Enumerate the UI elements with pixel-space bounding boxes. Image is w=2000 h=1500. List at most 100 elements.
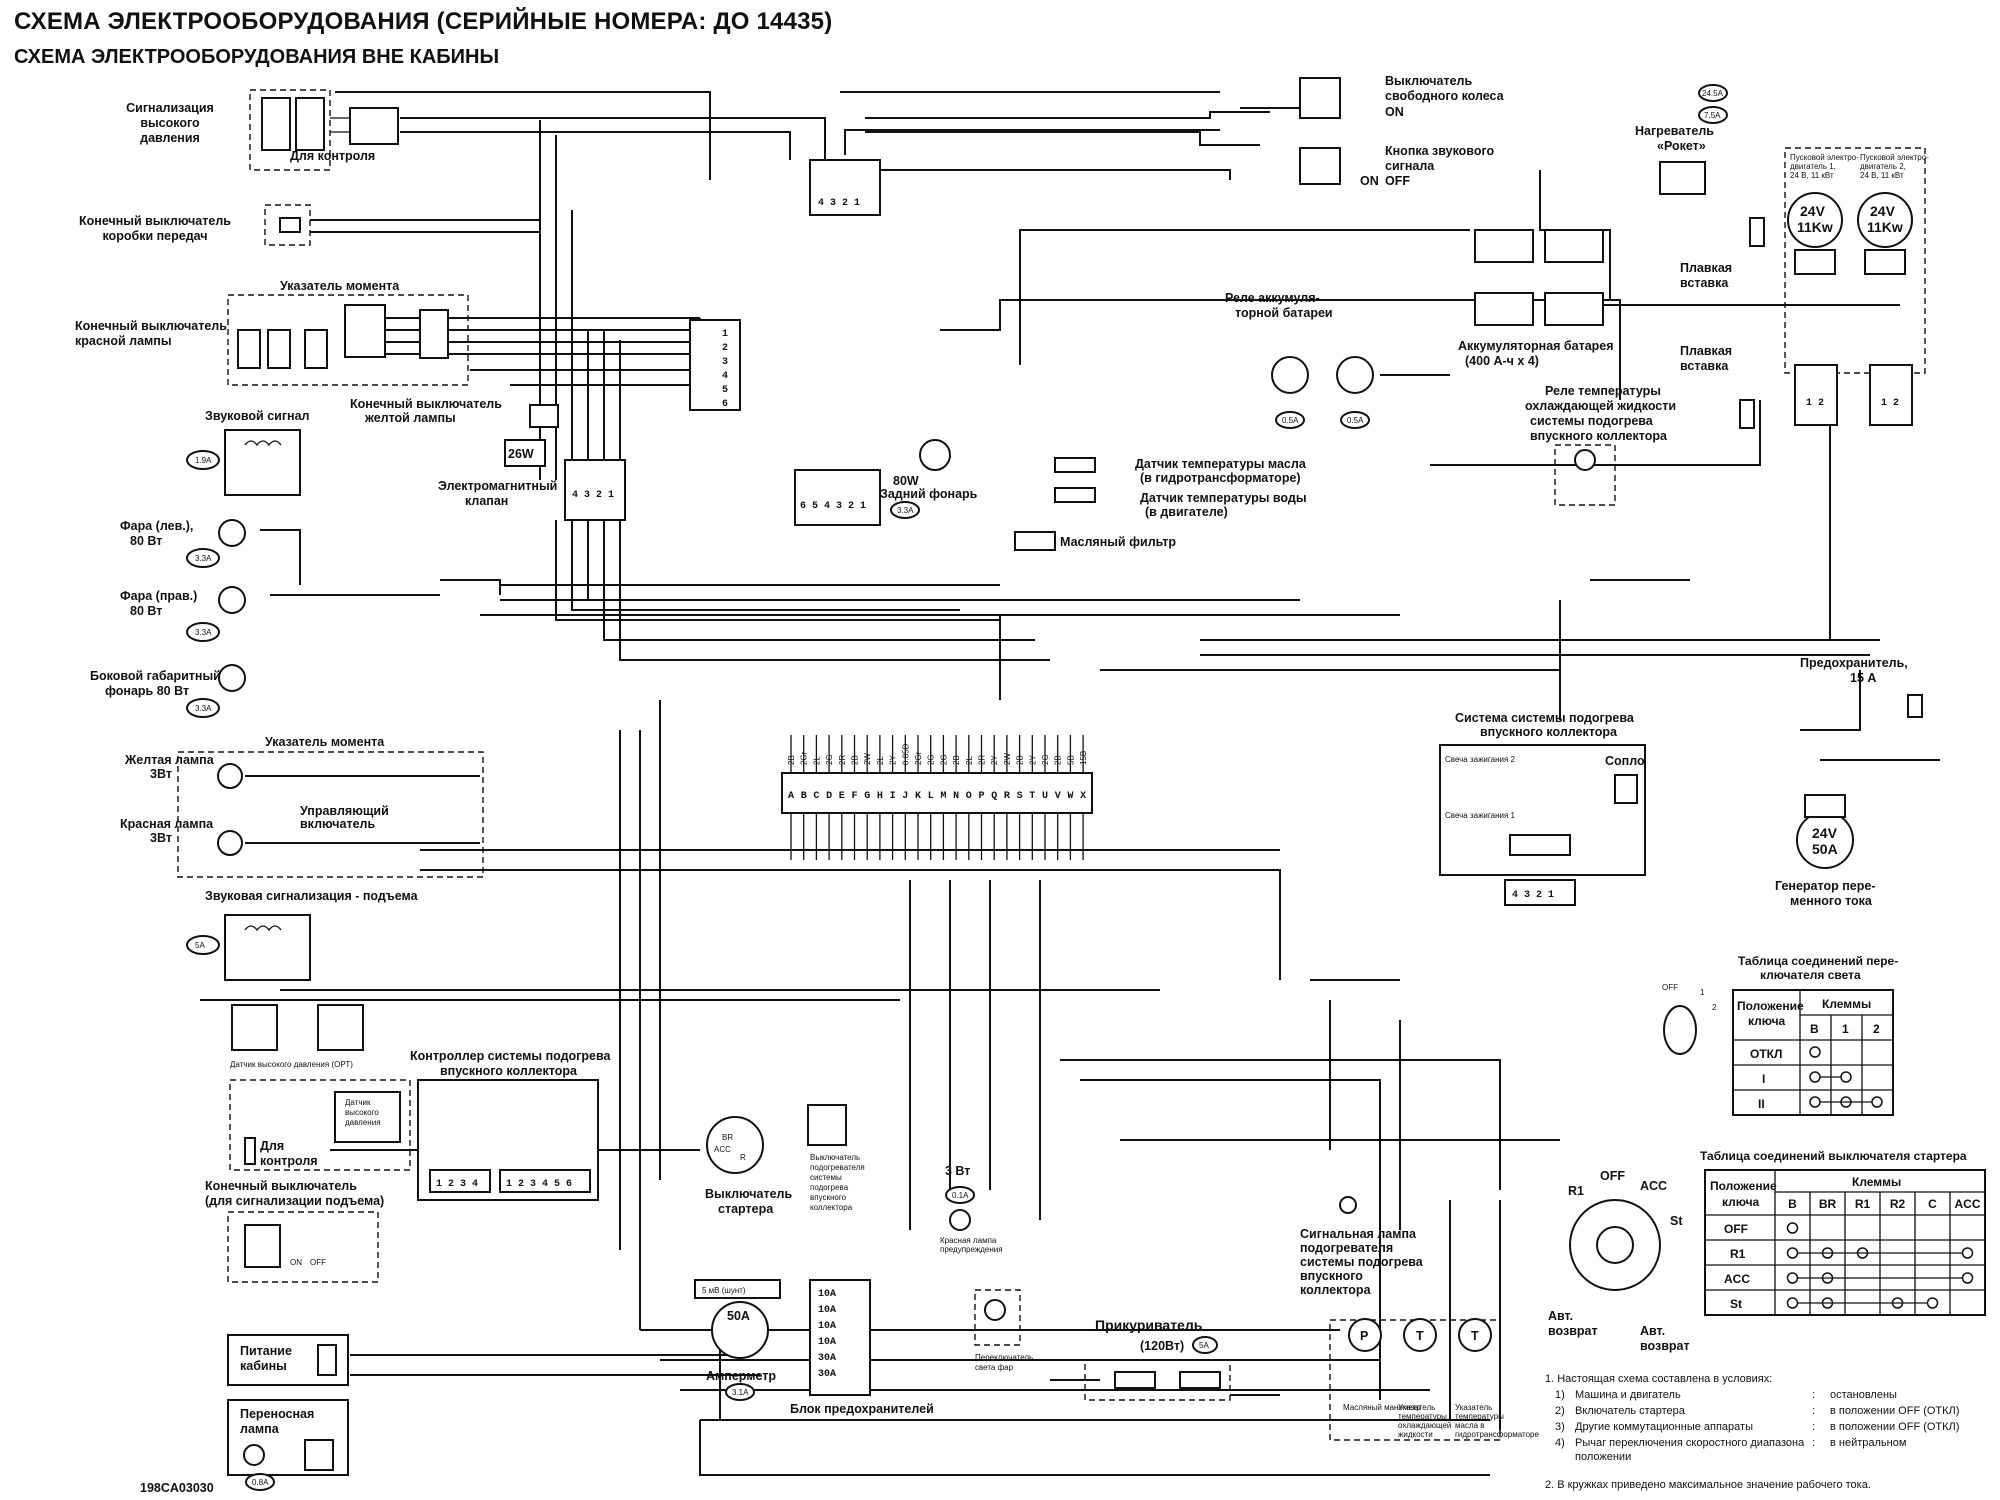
svg-text:1): 1) <box>1555 1389 1565 1401</box>
svg-text:BR: BR <box>722 1133 733 1142</box>
connection-mark <box>1961 1247 1974 1259</box>
heater-switch: Выключатель подогревателя системы подогр… <box>807 1104 865 1212</box>
svg-text:стартера: стартера <box>718 1202 774 1216</box>
svg-text:4): 4) <box>1555 1437 1565 1449</box>
svg-text:1.9A: 1.9A <box>195 456 212 465</box>
svg-text:вставка: вставка <box>1680 276 1729 290</box>
svg-text:I: I <box>1762 1072 1765 1086</box>
svg-text:в нейтральном: в нейтральном <box>1830 1437 1906 1449</box>
svg-text:Свеча зажигания 1: Свеча зажигания 1 <box>1445 811 1516 820</box>
svg-text:остановлены: остановлены <box>1830 1389 1897 1401</box>
connector-pin: B <box>801 791 807 802</box>
svg-text:4: 4 <box>722 371 728 382</box>
svg-text:высокого: высокого <box>345 1108 379 1117</box>
connection-mark <box>1871 1096 1883 1108</box>
svg-text:Красная лампа: Красная лампа <box>120 817 214 831</box>
svg-text:свободного колеса: свободного колеса <box>1385 89 1505 103</box>
svg-text:7.5A: 7.5A <box>1704 111 1721 120</box>
freewheel-switch: Выключатель свободного колеса ON <box>1299 74 1505 119</box>
svg-text:Рычаг переключения скоростного: Рычаг переключения скоростного диапазона <box>1575 1437 1805 1449</box>
svg-text:1 2 3 4: 1 2 3 4 <box>436 1179 478 1190</box>
svg-text:Плавкая: Плавкая <box>1680 261 1732 275</box>
light-switch-dial: OFF 1 2 <box>1662 983 1717 1055</box>
svg-text:Указатель момента: Указатель момента <box>265 735 385 749</box>
horn-button: Кнопка звукового сигнала ON OFF <box>1299 144 1495 188</box>
svg-text:11Kw: 11Kw <box>1867 219 1903 235</box>
svg-text:давления: давления <box>140 131 200 145</box>
svg-text:Боковой габаритный: Боковой габаритный <box>90 669 221 683</box>
terminal-header: R2 <box>1890 1197 1906 1211</box>
gauges: P T T Масляный манометр Указатель темпер… <box>1329 1318 1539 1441</box>
connection-mark <box>1786 1272 1799 1284</box>
svg-text:впускного: впускного <box>810 1193 847 1202</box>
svg-text:3.3A: 3.3A <box>195 628 212 637</box>
svg-text:80 Вт: 80 Вт <box>130 534 162 548</box>
svg-text:(для сигнализации подъема): (для сигнализации подъема) <box>205 1194 384 1208</box>
wiring-lines <box>200 91 1940 1476</box>
headlamp-left: Фара (лев.), 80 Вт 3.3A <box>120 519 246 568</box>
wire-code: 2B <box>1054 755 1063 765</box>
connector-pin: L <box>928 791 934 802</box>
connection-mark <box>1840 1071 1852 1083</box>
wire-code: 2B <box>952 755 961 765</box>
wire-code: 2L <box>812 756 821 765</box>
svg-text:в положении OFF (ОТКЛ): в положении OFF (ОТКЛ) <box>1830 1405 1959 1417</box>
svg-text:Выключатель: Выключатель <box>1385 74 1472 88</box>
svg-text:Положение: Положение <box>1710 1179 1777 1193</box>
svg-text:Конечный выключатель: Конечный выключатель <box>79 214 231 228</box>
terminal-header: C <box>1928 1197 1937 1211</box>
svg-text:Аккумуляторная батарея: Аккумуляторная батарея <box>1458 339 1614 353</box>
svg-text:системы: системы <box>810 1173 842 1182</box>
heater-rocket: 24.5A 7.5A Нагреватель «Рокет» <box>1635 84 1728 195</box>
svg-text:Электромагнитный: Электромагнитный <box>438 479 557 493</box>
connector-pin: X <box>1080 791 1086 802</box>
svg-text:30A: 30A <box>818 1369 836 1380</box>
svg-text:Клеммы: Клеммы <box>1852 1175 1901 1189</box>
svg-text:красной лампы: красной лампы <box>75 334 172 348</box>
wire-code: 2G <box>939 754 948 765</box>
svg-text:Свеча зажигания 2: Свеча зажигания 2 <box>1445 755 1516 764</box>
svg-text:Другие коммутационные аппараты: Другие коммутационные аппараты <box>1575 1421 1753 1433</box>
svg-text:Плавкая: Плавкая <box>1680 344 1732 358</box>
svg-text:Машина и двигатель: Машина и двигатель <box>1575 1389 1681 1401</box>
svg-text:OFF: OFF <box>1385 174 1410 188</box>
gearbox-limit-switch: Конечный выключатель коробки передач <box>79 204 540 246</box>
svg-text:3.1A: 3.1A <box>732 1388 749 1397</box>
svg-text:включатель: включатель <box>300 817 375 831</box>
svg-text:B: B <box>1810 1022 1819 1036</box>
svg-text:4 3 2 1: 4 3 2 1 <box>1512 890 1554 901</box>
svg-text:5: 5 <box>722 385 728 396</box>
svg-text:вставка: вставка <box>1680 359 1729 373</box>
svg-text:15 А: 15 А <box>1850 671 1876 685</box>
svg-text::: : <box>1812 1421 1815 1433</box>
svg-text:24 В, 11 кВт: 24 В, 11 кВт <box>1860 171 1904 180</box>
svg-text:подогрева: подогрева <box>810 1183 849 1192</box>
starter-motor-2: Пусковой электро- двигатель 2, 24 В, 11 … <box>1857 153 1929 426</box>
svg-text:R: R <box>740 1153 746 1162</box>
svg-text:2: 2 <box>1712 1003 1717 1012</box>
torque-indicator-bottom: Указатель момента Желтая лампа 3Вт Красн… <box>120 735 484 878</box>
svg-text:Указатель момента: Указатель момента <box>280 279 400 293</box>
cigarette-lighter: Прикуриватель (120Вт) 5A <box>1084 1317 1231 1401</box>
connector-6pin-left: 1 2 3 4 5 6 <box>689 319 741 411</box>
ammeter: 5 мВ (шунт) 50A Амперметр 3.1A <box>694 1279 781 1401</box>
svg-text:80 Вт: 80 Вт <box>130 604 162 618</box>
wire-code: 2R <box>978 755 987 765</box>
connector-pin: N <box>953 791 959 802</box>
svg-text:Нагреватель: Нагреватель <box>1635 124 1714 138</box>
fusible-link-2: Плавкая вставка <box>1680 344 1755 429</box>
connection-mark <box>1786 1247 1799 1259</box>
oil-temp-sensor: Датчик температуры масла (в гидротрансфо… <box>1054 457 1307 485</box>
connector-pin: A <box>788 791 794 802</box>
svg-text:температуры: температуры <box>1455 1412 1504 1421</box>
svg-text:Включатель стартера: Включатель стартера <box>1575 1405 1686 1417</box>
svg-text:ACC: ACC <box>714 1145 731 1154</box>
svg-text:Положение: Положение <box>1737 999 1804 1013</box>
svg-text:1: 1 <box>1700 988 1705 997</box>
svg-text:возврат: возврат <box>1640 1339 1690 1353</box>
svg-text:6 5 4 3 2 1: 6 5 4 3 2 1 <box>800 501 866 512</box>
svg-text:Датчик температуры воды: Датчик температуры воды <box>1140 491 1307 505</box>
connector-654321: 6 5 4 3 2 1 <box>794 469 881 526</box>
svg-text:ON: ON <box>1360 174 1379 188</box>
svg-text:10A: 10A <box>818 1305 836 1316</box>
